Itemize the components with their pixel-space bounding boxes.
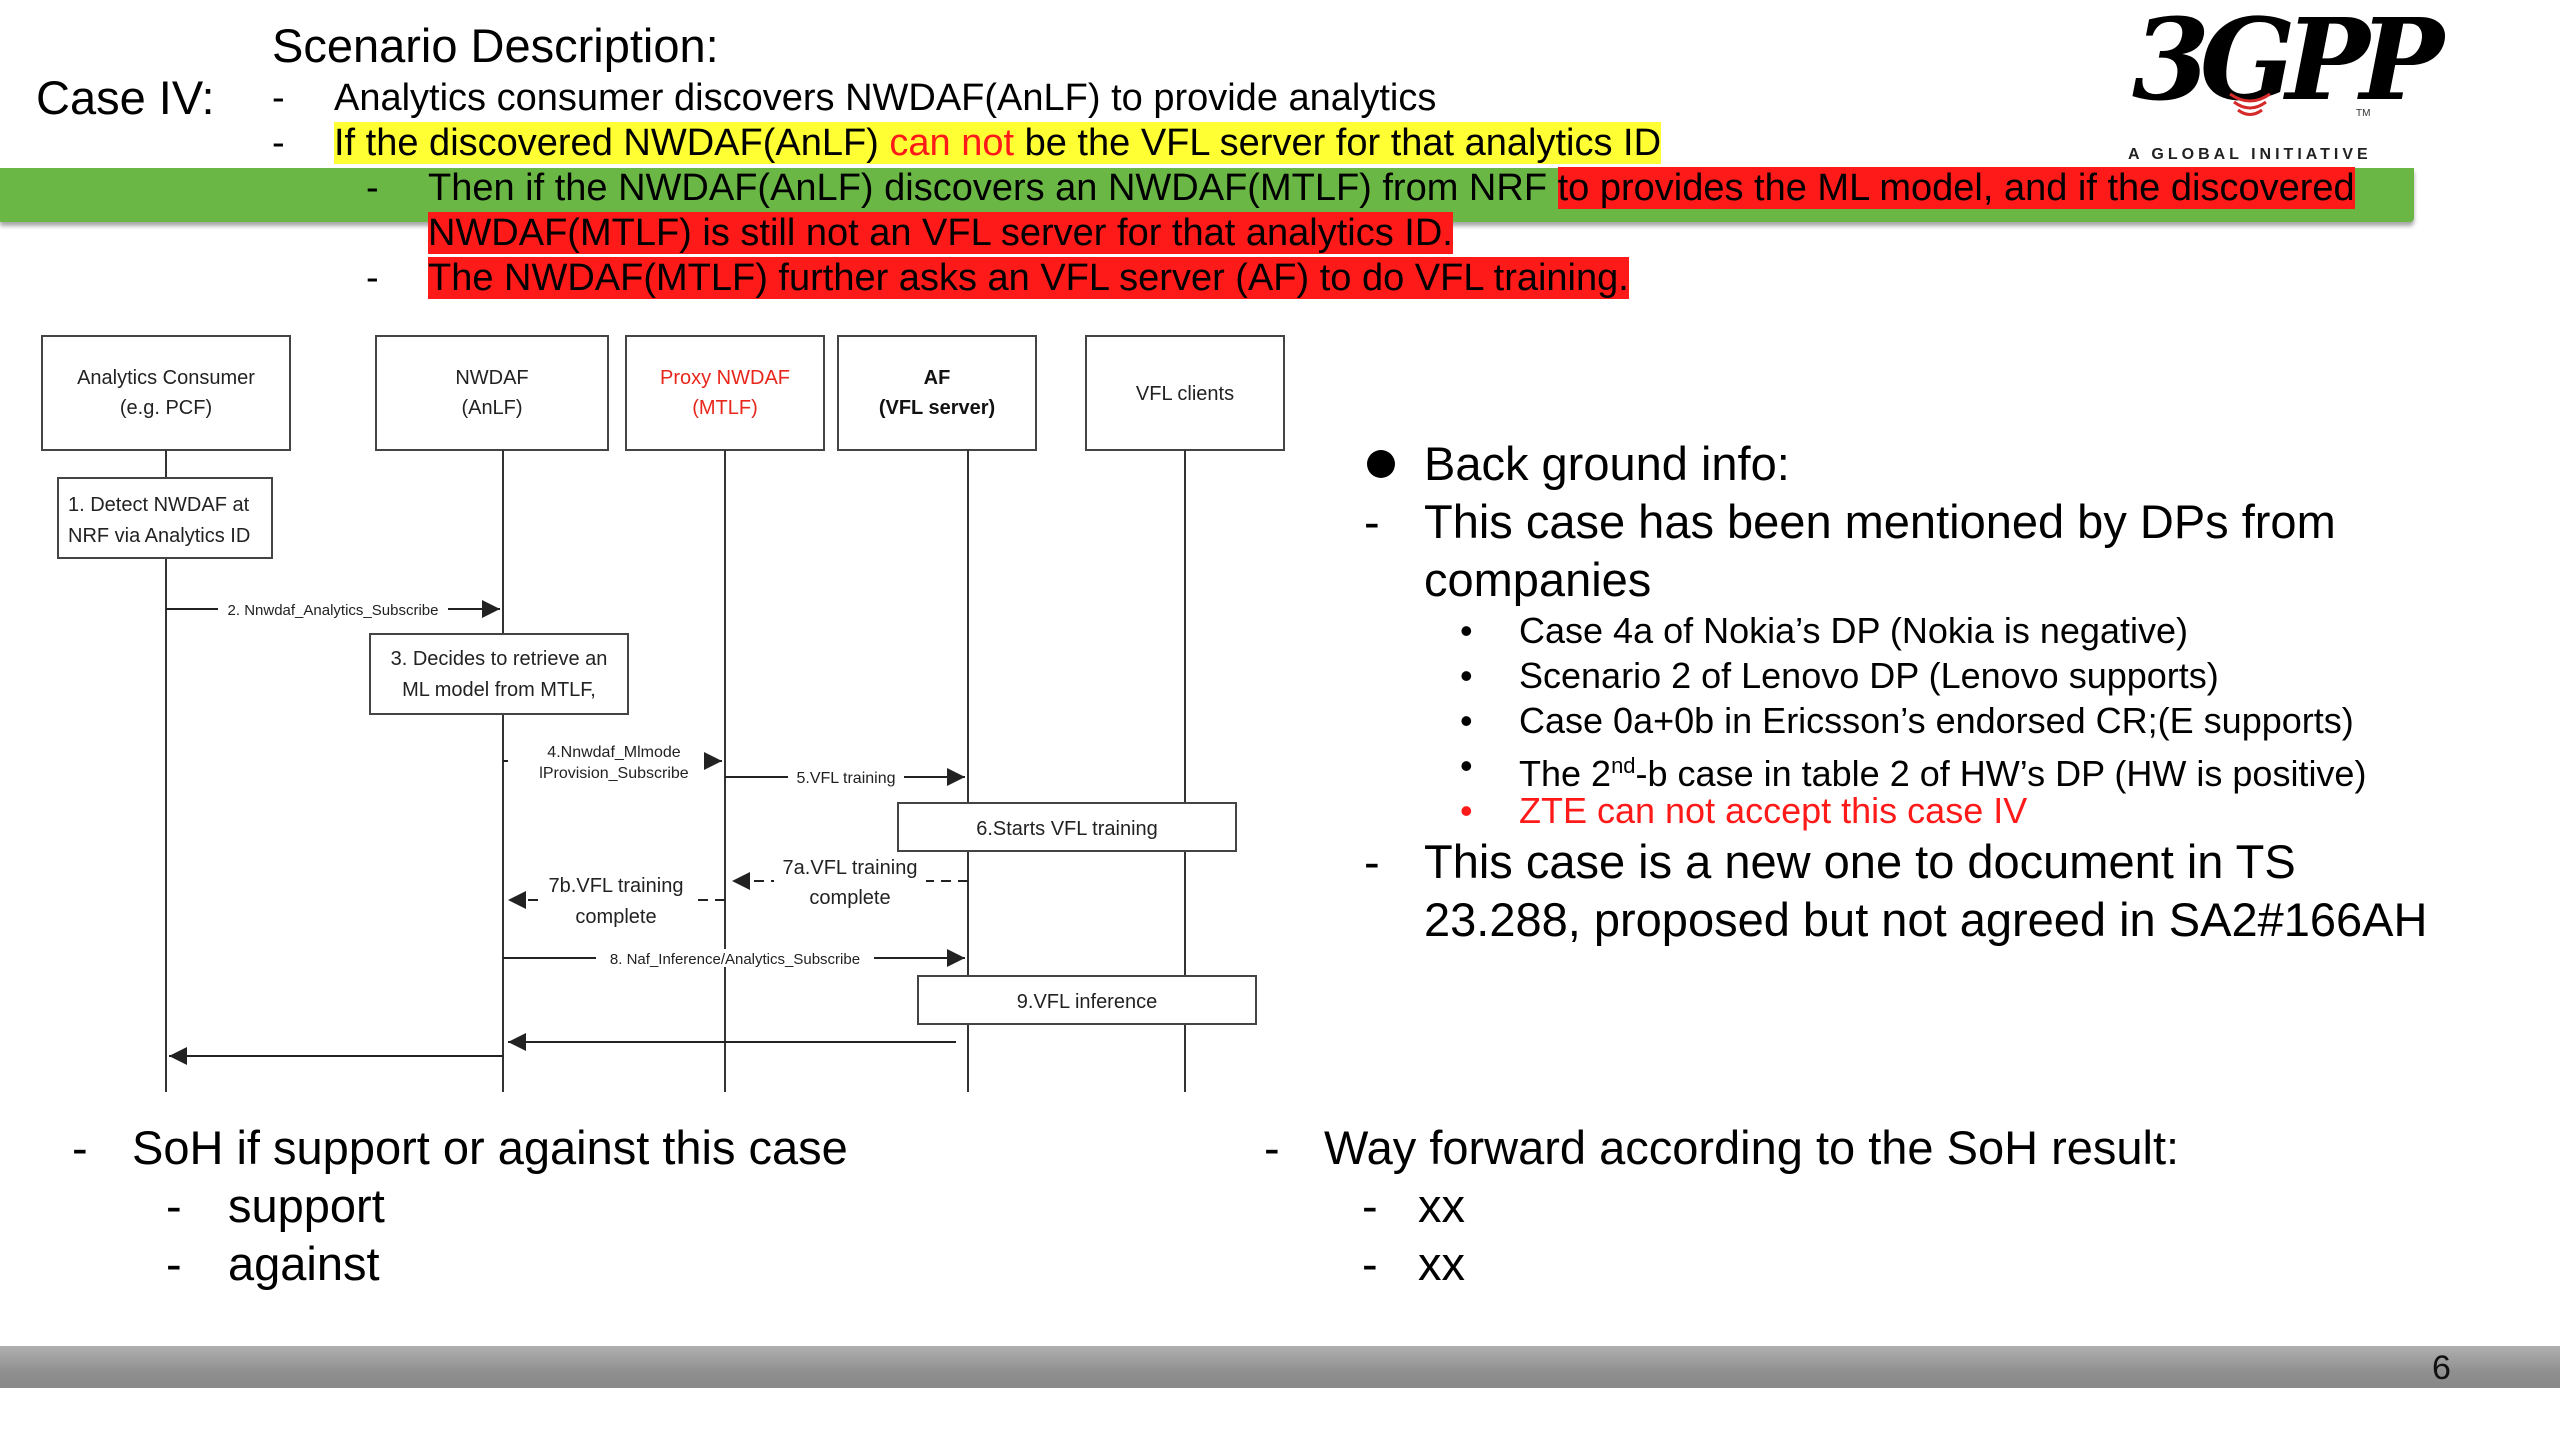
bullet-2-can-not: can not (889, 122, 1015, 164)
participant-label-line1: Proxy NWDAF (660, 367, 790, 389)
step-6-box: 6.Starts VFL training (897, 802, 1237, 852)
step-9-label: 9.VFL inference (1017, 991, 1157, 1013)
step-4-line2: lProvision_Subscribe (539, 765, 689, 782)
step-4-arrow: 4.Nnwdaf_Mlmode lProvision_Subscribe (503, 741, 722, 783)
sequence-diagram: Analytics Consumer (e.g. PCF) NWDAF (AnL… (41, 335, 1285, 1092)
background-item-2: Scenario 2 of Lenovo DP (Lenovo supports… (1519, 655, 2219, 696)
background-para-2-line2: 23.288, proposed but not agreed in SA2#1… (1424, 893, 2428, 946)
step-3-line1: 3. Decides to retrieve an (391, 648, 608, 670)
participant-af: AF (VFL server) (837, 335, 1037, 451)
soh-title: SoH if support or against this case (132, 1121, 848, 1174)
step-7a-line1: 7a.VFL training (783, 857, 918, 879)
wf-opt1-dash: - (1362, 1179, 1378, 1232)
logo-trademark: TM (2356, 108, 2371, 119)
bg-dash-1: - (1364, 495, 1380, 548)
bullet-2-part-c: be the VFL server for that analytics ID (1014, 122, 1662, 164)
soh-opt1-dash: - (166, 1179, 182, 1232)
step-7a-line2: complete (809, 887, 890, 909)
step-3-line2: ML model from MTLF, (402, 679, 596, 701)
background-para-2-line1: This case is a new one to document in TS (1424, 835, 2296, 888)
step-8-label: 8. Naf_Inference/Analytics_Subscribe (610, 951, 860, 968)
participant-analytics-consumer: Analytics Consumer (e.g. PCF) (41, 335, 291, 451)
bg-item-bullet-3: • (1460, 700, 1473, 741)
participant-vfl-clients: VFL clients (1085, 335, 1285, 451)
footer-bar (0, 1346, 2560, 1388)
background-para-1-line2: companies (1424, 553, 1652, 606)
step-7b-line2: complete (575, 906, 656, 928)
item-4-sup: nd (1611, 753, 1636, 778)
logo-tagline: A GLOBAL INITIATIVE (2128, 146, 2372, 163)
background-item-4: The 2nd-b case in table 2 of HW’s DP (HW… (1519, 744, 2366, 796)
participant-label-line1: AF (924, 367, 951, 389)
logo-mark: 3GPP (2132, 0, 2444, 126)
soh-opt2-dash: - (166, 1237, 182, 1290)
bg-dash-2: - (1364, 835, 1380, 888)
step-7b-arrow: 7b.VFL training complete (508, 870, 725, 932)
wf-opt2-dash: - (1362, 1237, 1378, 1290)
bg-item-bullet-1: • (1460, 610, 1473, 651)
step-3-box: 3. Decides to retrieve an ML model from … (369, 633, 629, 715)
step-5-arrow: 5.VFL training (725, 767, 965, 787)
participant-label-line2: (VFL server) (879, 397, 995, 419)
participant-label-line1: VFL clients (1136, 383, 1234, 405)
background-item-3: Case 0a+0b in Ericsson’s endorsed CR;(E … (1519, 700, 2354, 741)
step-1-line1: 1. Detect NWDAF at (68, 494, 250, 516)
way-forward-title: Way forward according to the SoH result: (1324, 1121, 2180, 1174)
step-2-arrow: 2. Nnwdaf_Analytics_Subscribe (166, 599, 500, 619)
scenario-bullet-1: Analytics consumer discovers NWDAF(AnLF)… (334, 77, 1437, 119)
step-7a-arrow: 7a.VFL training complete (732, 852, 968, 912)
background-heading: Back ground info: (1424, 437, 1790, 490)
scenario-sub-bullet-1: Then if the NWDAF(AnLF) discovers an NWD… (428, 166, 2355, 210)
bullet-dot-icon (1367, 450, 1395, 478)
participant-label-line2: (MTLF) (692, 397, 758, 419)
sub-1-part-b: to provides the ML model, and if the dis… (1557, 167, 2355, 209)
soh-dash: - (72, 1121, 88, 1174)
participant-label-line1: Analytics Consumer (77, 367, 255, 389)
participant-nwdaf-anlf: NWDAF (AnLF) (375, 335, 609, 451)
scenario-title: Scenario Description: (272, 19, 719, 72)
background-item-5: ZTE can not accept this case IV (1519, 790, 2028, 831)
participant-label-line2: (AnLF) (461, 397, 522, 419)
dash-4: - (366, 257, 379, 299)
way-forward-option-1: xx (1418, 1179, 1465, 1232)
3gpp-logo: 3GPP TM A GLOBAL INITIATIVE (2120, 0, 2444, 170)
sub-2-text: The NWDAF(MTLF) further asks an VFL serv… (428, 257, 1629, 299)
soh-option-against: against (228, 1237, 380, 1290)
background-item-1: Case 4a of Nokia’s DP (Nokia is negative… (1519, 610, 2188, 651)
bg-item-bullet-2: • (1460, 655, 1473, 696)
background-para-1-line1: This case has been mentioned by DPs from (1424, 495, 2336, 548)
scenario-bullet-2: If the discovered NWDAF(AnLF) can not be… (334, 121, 1662, 165)
step-1-line2: NRF via Analytics ID (68, 525, 250, 547)
participant-proxy-nwdaf: Proxy NWDAF (MTLF) (625, 335, 825, 451)
dash-2: - (272, 122, 285, 164)
step-9-box: 9.VFL inference (917, 975, 1257, 1025)
scenario-sub-bullet-1-cont: NWDAF(MTLF) is still not an VFL server f… (428, 211, 1453, 255)
step-5-label: 5.VFL training (796, 770, 895, 787)
participant-label-line1: NWDAF (455, 367, 528, 389)
bg-item-bullet-5: • (1460, 790, 1473, 831)
dash-1: - (272, 77, 285, 119)
bullet-2-part-a: If the discovered NWDAF(AnLF) (334, 122, 890, 164)
logo-signal-icon (2229, 92, 2271, 116)
step-1-box: 1. Detect NWDAF at NRF via Analytics ID (57, 477, 273, 559)
step-7b-line1: 7b.VFL training (549, 875, 684, 897)
step-4-line1: 4.Nnwdaf_Mlmode (547, 744, 681, 761)
scenario-sub-bullet-2: The NWDAF(MTLF) further asks an VFL serv… (428, 256, 1629, 300)
dash-3: - (366, 167, 379, 209)
sub-1-part-a: Then if the NWDAF(AnLF) discovers an NWD… (428, 167, 1558, 209)
way-forward-dash: - (1264, 1121, 1280, 1174)
item-4-part-b: -b case in table 2 of HW’s DP (HW is pos… (1635, 753, 2367, 794)
case-label: Case IV: (36, 71, 215, 124)
step-8-arrow: 8. Naf_Inference/Analytics_Subscribe (503, 949, 965, 968)
way-forward-option-2: xx (1418, 1237, 1465, 1290)
soh-option-support: support (228, 1179, 385, 1232)
participant-label-line2: (e.g. PCF) (120, 397, 212, 419)
page-number: 6 (2432, 1349, 2451, 1387)
item-4-part-a: The 2 (1519, 753, 1612, 794)
sub-1-part-c: NWDAF(MTLF) is still not an VFL server f… (428, 212, 1453, 254)
step-6-label: 6.Starts VFL training (976, 818, 1158, 840)
step-2-label: 2. Nnwdaf_Analytics_Subscribe (228, 602, 439, 619)
bg-item-bullet-4: • (1460, 745, 1473, 786)
